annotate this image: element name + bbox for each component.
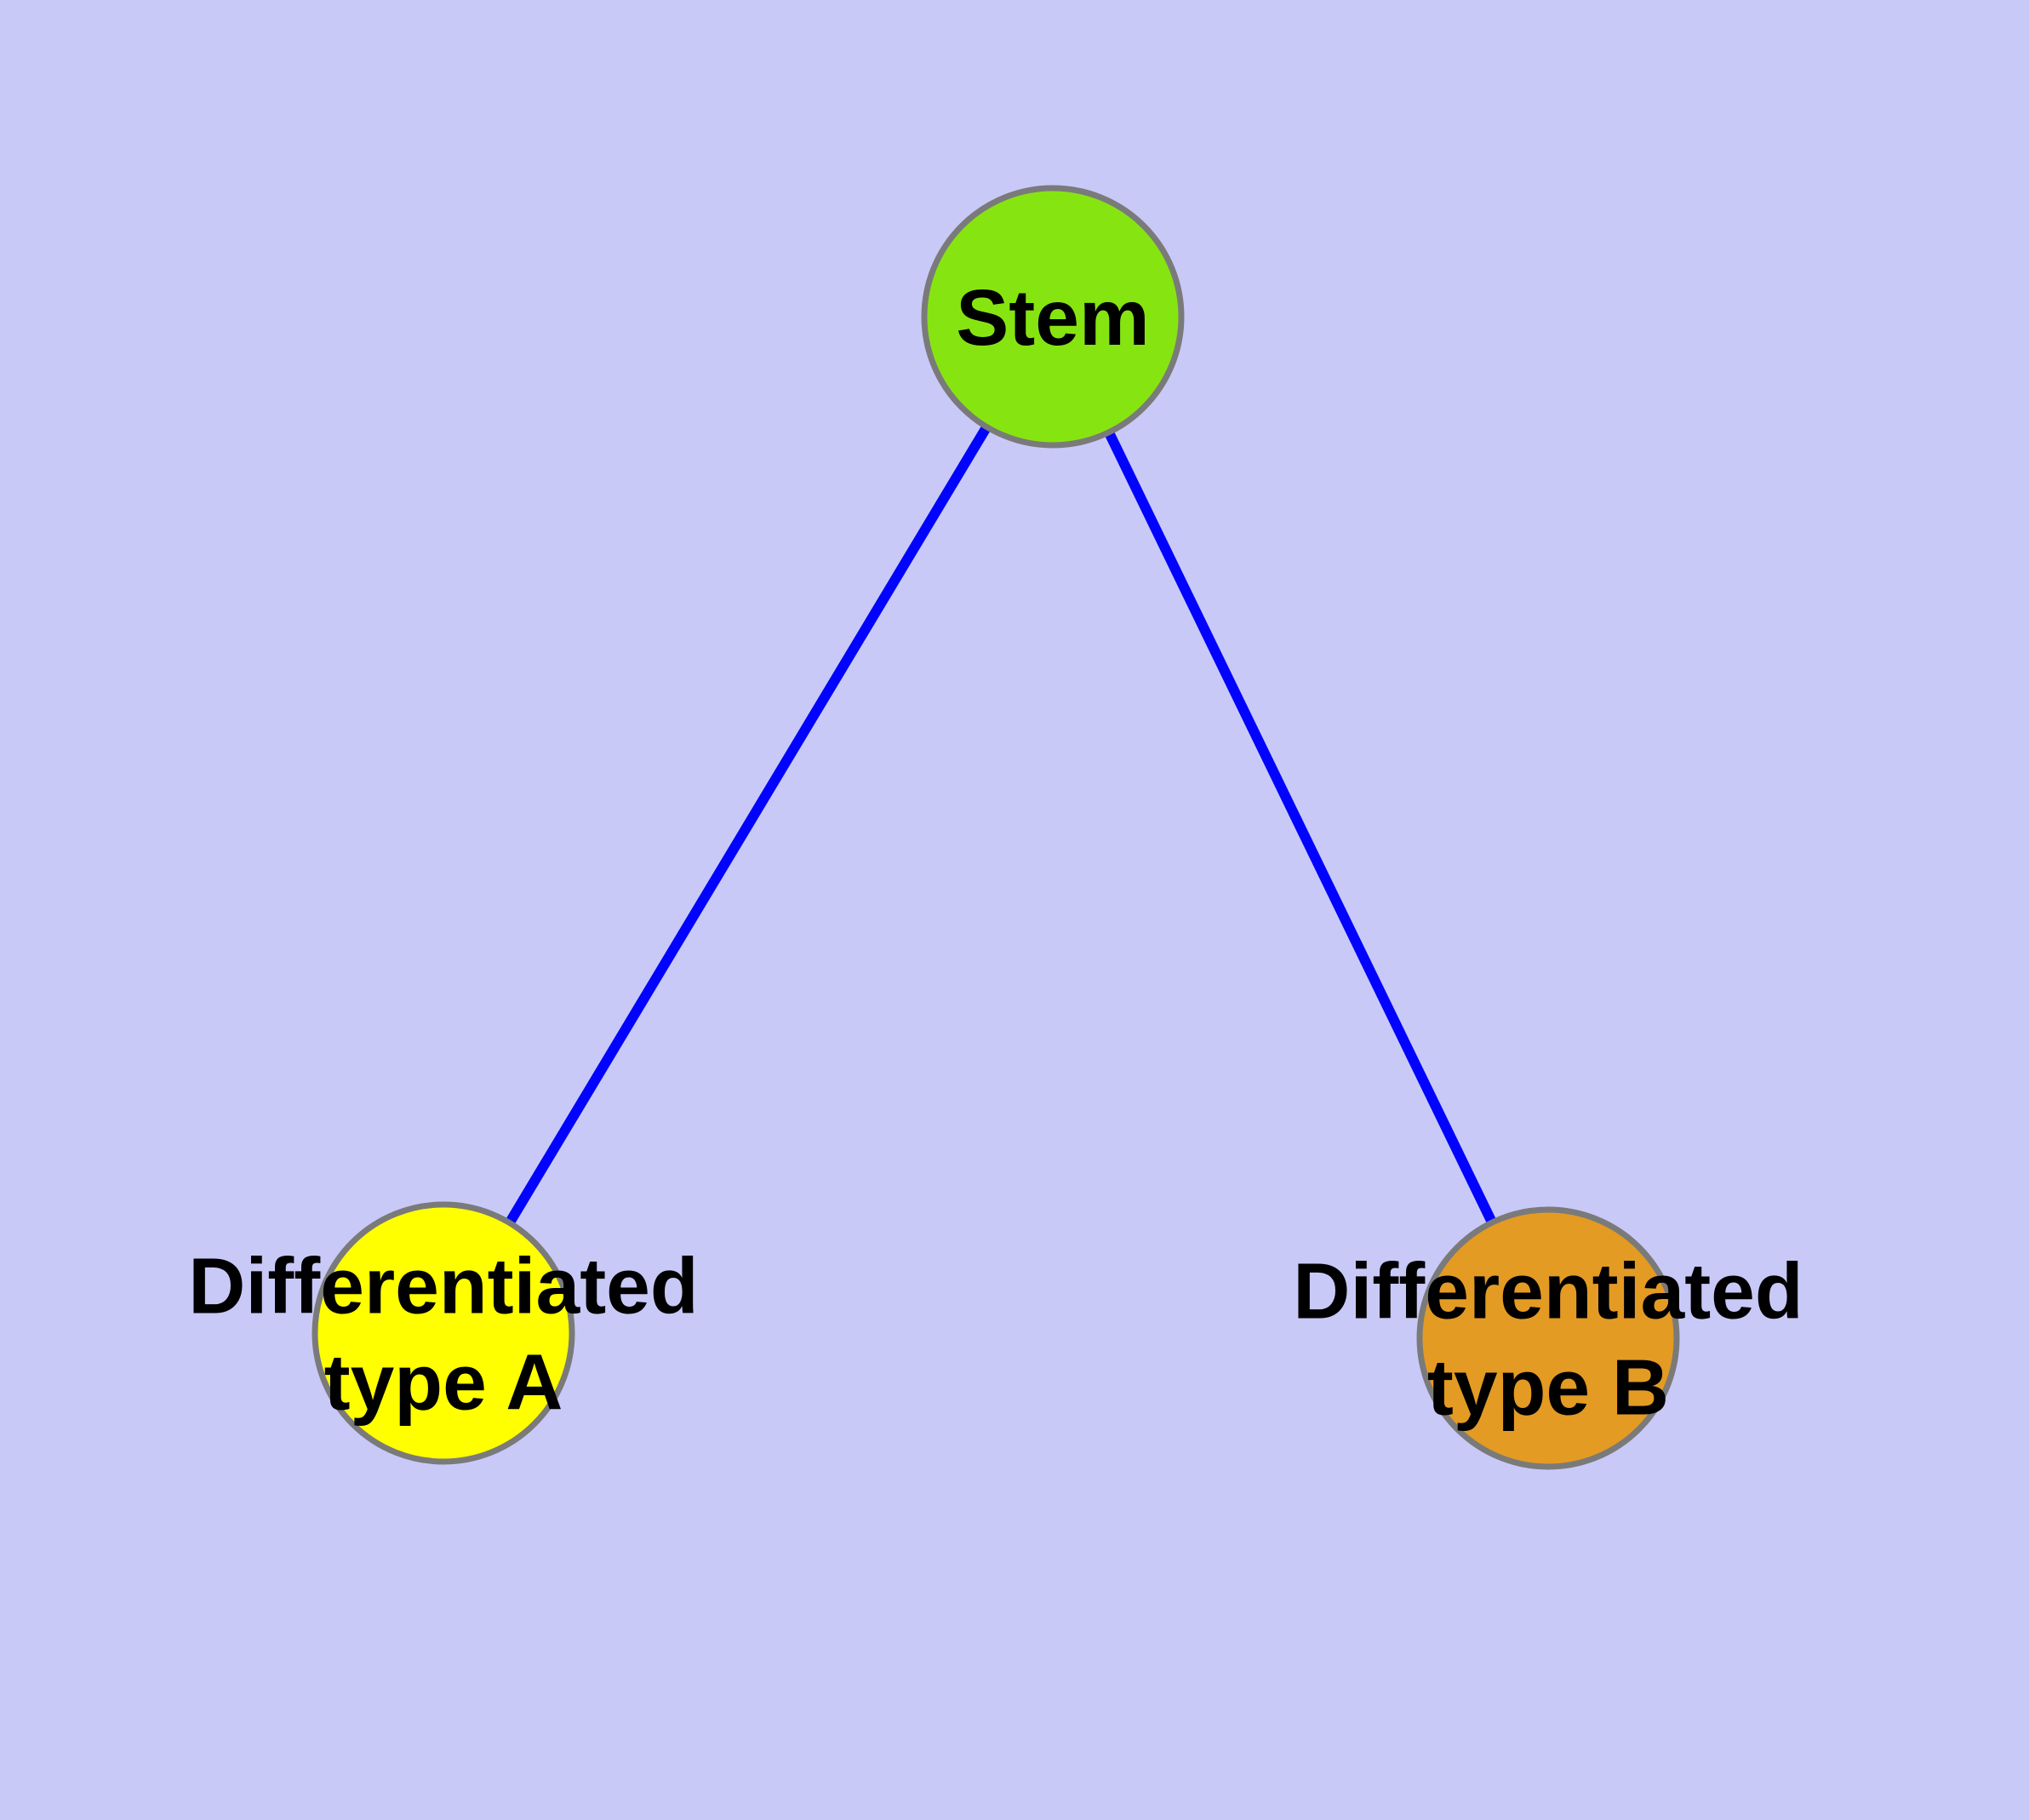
- node-type-a-label-line-1: Differentiated: [188, 1242, 698, 1331]
- node-type-a-label-line-2: type A: [324, 1338, 563, 1427]
- node-stem-label: Stem: [956, 273, 1149, 362]
- edge-stem-type-a: [438, 313, 1058, 1336]
- nodes-layer: [311, 185, 1680, 1470]
- node-type-a-circle: [311, 1201, 575, 1465]
- edges-layer: [438, 313, 1553, 1341]
- node-type-b-label-line-2: type B: [1427, 1343, 1669, 1432]
- node-stem-circle: [921, 185, 1185, 449]
- node-type-b-circle: [1416, 1206, 1680, 1470]
- edge-stem-type-b: [1048, 314, 1553, 1341]
- node-type-b-label-line-1: Differentiated: [1293, 1247, 1803, 1336]
- node-stem-label-line-1: Stem: [956, 273, 1149, 362]
